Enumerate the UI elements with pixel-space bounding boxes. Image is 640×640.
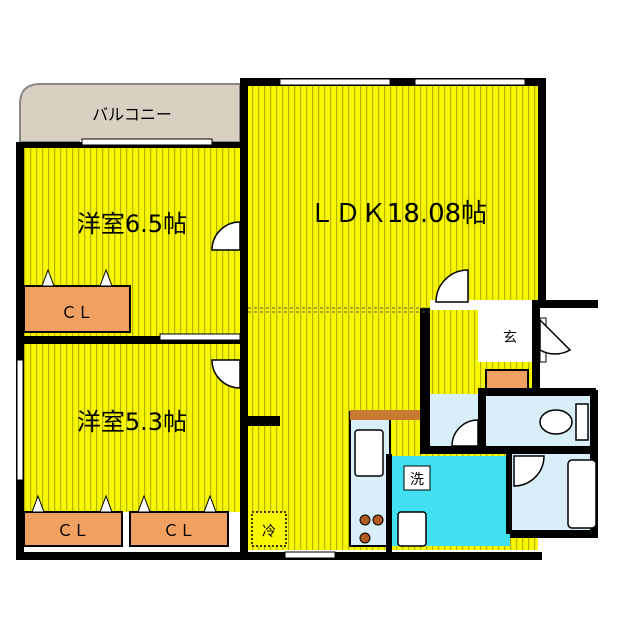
- door-room1: [211, 221, 241, 251]
- balcony-label: バルコニー: [92, 105, 172, 124]
- door-room2: [211, 359, 241, 389]
- door-bath: [513, 455, 545, 487]
- western-room-2-floor: [24, 344, 240, 512]
- door-toilet: [451, 419, 479, 447]
- closet-room1-label: ＣＬ: [61, 303, 93, 322]
- wash-basin-icon: [397, 511, 427, 547]
- door-ldk: [435, 269, 469, 303]
- closet-room2-left-label: ＣＬ: [57, 521, 89, 540]
- bathtub-icon: [567, 459, 597, 529]
- toilet-icon: [539, 409, 573, 435]
- refrigerator-label: 冷: [262, 524, 276, 540]
- stove-burner-icon: [359, 532, 371, 544]
- sink-icon: [354, 429, 384, 477]
- refrigerator-space: [251, 511, 287, 547]
- closet-room2-right-label: ＣＬ: [163, 521, 195, 540]
- door-entrance: [539, 318, 572, 355]
- closet-room2-left: [23, 511, 123, 547]
- washroom-label: 洗: [410, 472, 424, 488]
- western-room-2-label: 洋室5.3帖: [77, 408, 187, 436]
- western-room-1-label: 洋室6.5帖: [77, 210, 187, 238]
- stove-burner-icon: [372, 514, 384, 526]
- entrance-area: [478, 308, 540, 362]
- closet-room2-right: [129, 511, 229, 547]
- entrance-label: 玄: [503, 329, 517, 346]
- closet-room1: [23, 285, 131, 333]
- stove-burner-icon: [359, 514, 371, 526]
- ldk-label: ＬＤＫ18.08帖: [309, 199, 487, 229]
